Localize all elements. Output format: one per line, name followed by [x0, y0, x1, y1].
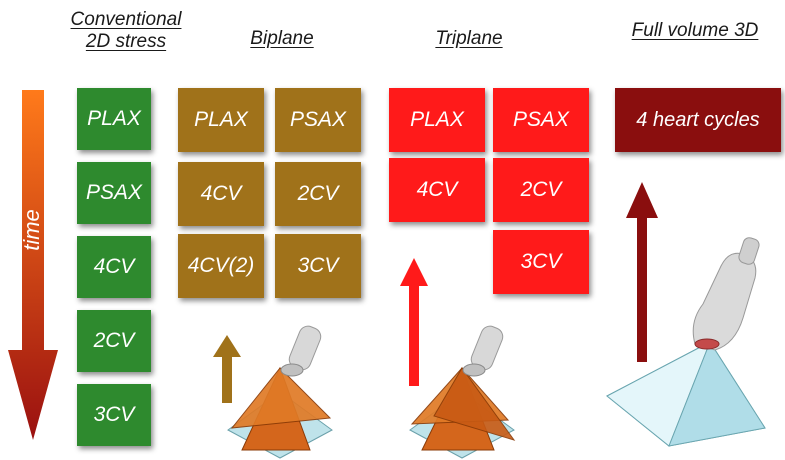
biplane-view-psax: PSAX [275, 88, 361, 152]
biplane-view-4cv-2: 4CV(2) [178, 234, 264, 298]
biplane-view-3cv: 3CV [275, 234, 361, 298]
biplane-view-4cv: 4CV [178, 162, 264, 226]
triplane-arrow-up-icon [400, 258, 428, 386]
triplane-view-psax: PSAX [493, 88, 589, 152]
conventional-view-psax: PSAX [77, 162, 151, 224]
full-volume-probe-icon [606, 237, 766, 447]
heading-conventional: Conventional 2D stress [48, 9, 204, 53]
biplane-view-plax: PLAX [178, 88, 264, 152]
biplane-probe-icon [227, 325, 333, 459]
triplane-view-plax: PLAX [389, 88, 485, 152]
heading-conventional-line1: Conventional [70, 9, 182, 30]
heading-triplane: Triplane [435, 28, 503, 49]
conventional-view-3cv: 3CV [77, 384, 151, 446]
biplane-view-2cv: 2CV [275, 162, 361, 226]
heading-biplane: Biplane [250, 28, 314, 49]
triplane-view-4cv: 4CV [389, 158, 485, 222]
time-arrow [8, 90, 58, 440]
triplane-view-3cv: 3CV [493, 230, 589, 294]
biplane-arrow-up-icon [213, 335, 241, 403]
conventional-view-plax: PLAX [77, 88, 151, 150]
heading-conventional-line2: 2D stress [85, 31, 167, 52]
full-volume-view: 4 heart cycles [615, 88, 781, 152]
time-label: time [19, 209, 44, 251]
full-volume-arrow-up-icon [626, 182, 658, 362]
conventional-view-4cv: 4CV [77, 236, 151, 298]
triplane-view-2cv: 2CV [493, 158, 589, 222]
heading-full-volume: Full volume 3D [631, 20, 759, 41]
conventional-view-2cv: 2CV [77, 310, 151, 372]
triplane-probe-icon [409, 325, 516, 459]
